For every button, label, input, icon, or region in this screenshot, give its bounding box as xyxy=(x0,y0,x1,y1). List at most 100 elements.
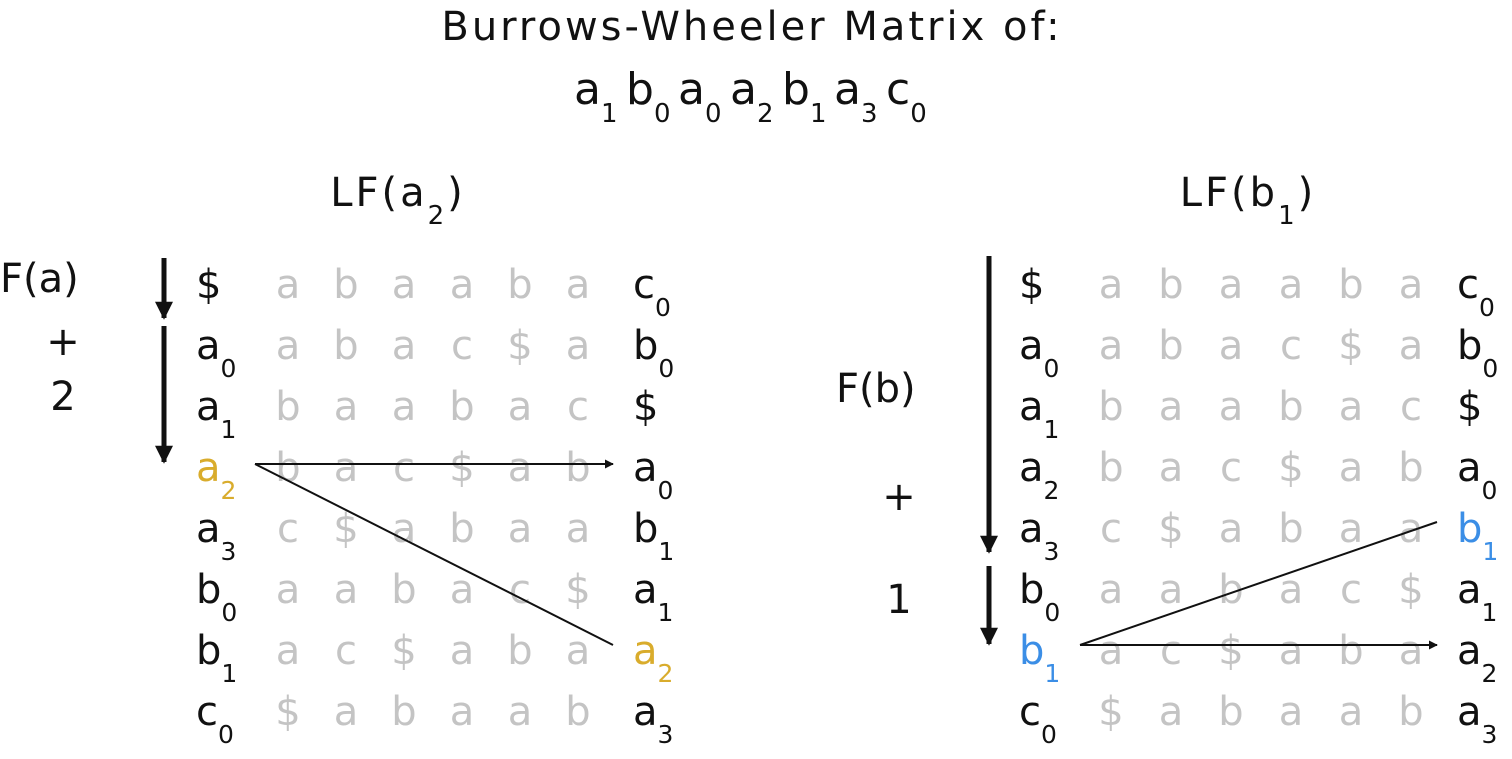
offset-number: 1 xyxy=(886,577,911,623)
matrix-cell: a xyxy=(1099,323,1124,369)
matrix-cell: c xyxy=(567,384,589,430)
matrix-cell: $ xyxy=(449,445,474,491)
last-column-cell: b1 xyxy=(633,506,674,566)
first-column-cell: b0 xyxy=(196,567,237,627)
last-column-cell: c0 xyxy=(1457,262,1495,322)
last-column-cell: a1 xyxy=(633,567,673,627)
matrix-cell: a xyxy=(1159,384,1184,430)
matrix-cell: b xyxy=(333,262,358,308)
first-column-cell: b0 xyxy=(1019,567,1060,627)
matrix-cell: b xyxy=(1098,384,1123,430)
matrix-cell: a xyxy=(566,262,591,308)
matrix-cell: a xyxy=(450,628,475,674)
matrix-cell: $ xyxy=(1098,689,1123,735)
first-column-cell: a3 xyxy=(1019,506,1059,566)
matrix-cell: $ xyxy=(391,628,416,674)
first-column-cell: $ xyxy=(196,262,221,308)
matrix-cell: $ xyxy=(1278,445,1303,491)
first-column-cell: a1 xyxy=(196,384,236,444)
matrix-cell: c xyxy=(277,506,299,552)
matrix-cell: a xyxy=(392,323,417,369)
last-column-cell: a0 xyxy=(1457,445,1497,505)
last-column-cell: a3 xyxy=(1457,689,1497,749)
f-label: F(a) xyxy=(0,256,79,302)
matrix-cell: c xyxy=(451,323,473,369)
matrix-cell: a xyxy=(1279,567,1304,613)
matrix-cell: c xyxy=(1160,628,1182,674)
first-column-cell: a1 xyxy=(1019,384,1059,444)
matrix-cell: b xyxy=(1398,689,1423,735)
matrix-cell: a xyxy=(1279,689,1304,735)
last-column-cell: $ xyxy=(1457,384,1482,430)
matrix-cell: a xyxy=(1219,323,1244,369)
matrix-cell: a xyxy=(566,628,591,674)
matrix-cell: b xyxy=(1338,262,1363,308)
matrix-cell: $ xyxy=(507,323,532,369)
matrix-cell: $ xyxy=(1338,323,1363,369)
matrix-cell: a xyxy=(450,689,475,735)
matrix-cell: b xyxy=(449,506,474,552)
matrix-cell: $ xyxy=(333,506,358,552)
matrix-cell: a xyxy=(1399,628,1424,674)
last-column-cell: $ xyxy=(633,384,658,430)
matrix-cell: c xyxy=(1100,506,1122,552)
matrix-cell: b xyxy=(1218,689,1243,735)
matrix-cell: c xyxy=(1400,384,1422,430)
matrix-cell: a xyxy=(1339,445,1364,491)
sequence-char: a2 xyxy=(730,64,774,129)
matrix-cell: c xyxy=(335,628,357,674)
lf-title: LF(a2) xyxy=(330,170,466,231)
matrix-cell: b xyxy=(1338,628,1363,674)
first-column-cell: a0 xyxy=(1019,323,1059,383)
first-column-cell: a0 xyxy=(196,323,236,383)
matrix-cell: a xyxy=(334,567,359,613)
plus-sign: + xyxy=(46,319,80,365)
matrix-cell: b xyxy=(1278,506,1303,552)
matrix-cell: a xyxy=(392,506,417,552)
matrix-cell: a xyxy=(1219,262,1244,308)
last-column-cell: b0 xyxy=(633,323,674,383)
diagram-title: Burrows-Wheeler Matrix of: xyxy=(441,4,1062,50)
last-column-cell: a0 xyxy=(633,445,673,505)
sequence-char: b0 xyxy=(626,64,670,129)
first-column-cell: c0 xyxy=(196,689,234,749)
matrix-cell: a xyxy=(1159,567,1184,613)
matrix-cell: a xyxy=(276,628,301,674)
matrix-cell: b xyxy=(1158,262,1183,308)
matrix-cell: a xyxy=(1339,384,1364,430)
first-column-cell: a2 xyxy=(1019,445,1059,505)
matrix-cell: c xyxy=(509,567,531,613)
matrix-cell: b xyxy=(507,262,532,308)
matrix-cell: b xyxy=(391,689,416,735)
matrix-cell: a xyxy=(1219,384,1244,430)
matrix-cell: b xyxy=(507,628,532,674)
sequence-char: c0 xyxy=(886,64,927,129)
matrix-cell: b xyxy=(391,567,416,613)
matrix-cell: a xyxy=(1339,506,1364,552)
matrix-cell: $ xyxy=(565,567,590,613)
matrix-cell: a xyxy=(1399,323,1424,369)
matrix-cell: a xyxy=(1279,628,1304,674)
first-column-cell: b1 xyxy=(1019,628,1060,688)
sequence-char: a3 xyxy=(834,64,878,129)
matrix-cell: a xyxy=(334,384,359,430)
matrix-cell: a xyxy=(1279,262,1304,308)
first-column-cell: b1 xyxy=(196,628,237,688)
matrix-cell: a xyxy=(1099,567,1124,613)
matrix-cell: b xyxy=(275,384,300,430)
matrix-cell: $ xyxy=(1218,628,1243,674)
first-column-cell: c0 xyxy=(1019,689,1057,749)
first-column-cell: a3 xyxy=(196,506,236,566)
matrix-cell: c xyxy=(1220,445,1242,491)
matrix-cell: a xyxy=(276,323,301,369)
matrix-cell: b xyxy=(1398,445,1423,491)
matrix-cell: $ xyxy=(1158,506,1183,552)
matrix-cell: b xyxy=(565,689,590,735)
lf-title: LF(b1) xyxy=(1180,170,1316,231)
matrix-cell: a xyxy=(1159,689,1184,735)
matrix-cell: a xyxy=(276,567,301,613)
matrix-cell: a xyxy=(1399,262,1424,308)
matrix-cell: $ xyxy=(1398,567,1423,613)
